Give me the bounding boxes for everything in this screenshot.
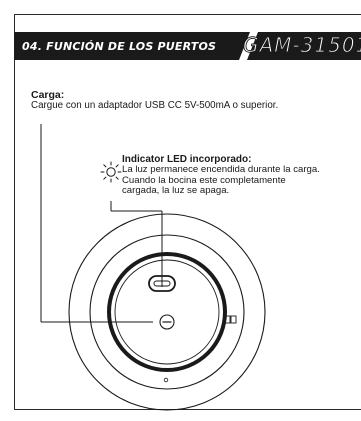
- charging-title: Carga:: [31, 89, 65, 101]
- side-notch: [230, 315, 237, 324]
- led-line: La luz permanece encendida durante la ca…: [122, 164, 320, 175]
- led-line: cargada, la luz se apaga.: [122, 185, 230, 196]
- speaker-inner-ring: [114, 259, 220, 365]
- usb-port-icon: [148, 275, 176, 292]
- section-title: 04. FUNCIÓN DE LOS PUERTOS: [22, 40, 217, 53]
- power-button-icon: [159, 314, 175, 330]
- header-band-shape: [14, 32, 361, 60]
- led-line: Cuando la bocina este completamente: [122, 174, 286, 186]
- speaker-outer-ring: [68, 213, 266, 411]
- bottom-dot: [163, 377, 169, 383]
- led-title: Indicator LED incorporado:: [122, 154, 252, 165]
- side-notch: [224, 315, 231, 324]
- sun-icon: [100, 161, 122, 183]
- speaker-inner-thick-ring: [107, 252, 227, 372]
- section-header-band: [14, 32, 361, 60]
- charging-text: Cargue con un adaptador USB CC 5V-500mA …: [31, 100, 279, 111]
- page-border: [14, 14, 361, 410]
- model-code: GAM-31501: [243, 33, 361, 58]
- speaker-middle-ring: [89, 234, 245, 390]
- led-description: La luz permanece encendida durante la ca…: [122, 164, 361, 197]
